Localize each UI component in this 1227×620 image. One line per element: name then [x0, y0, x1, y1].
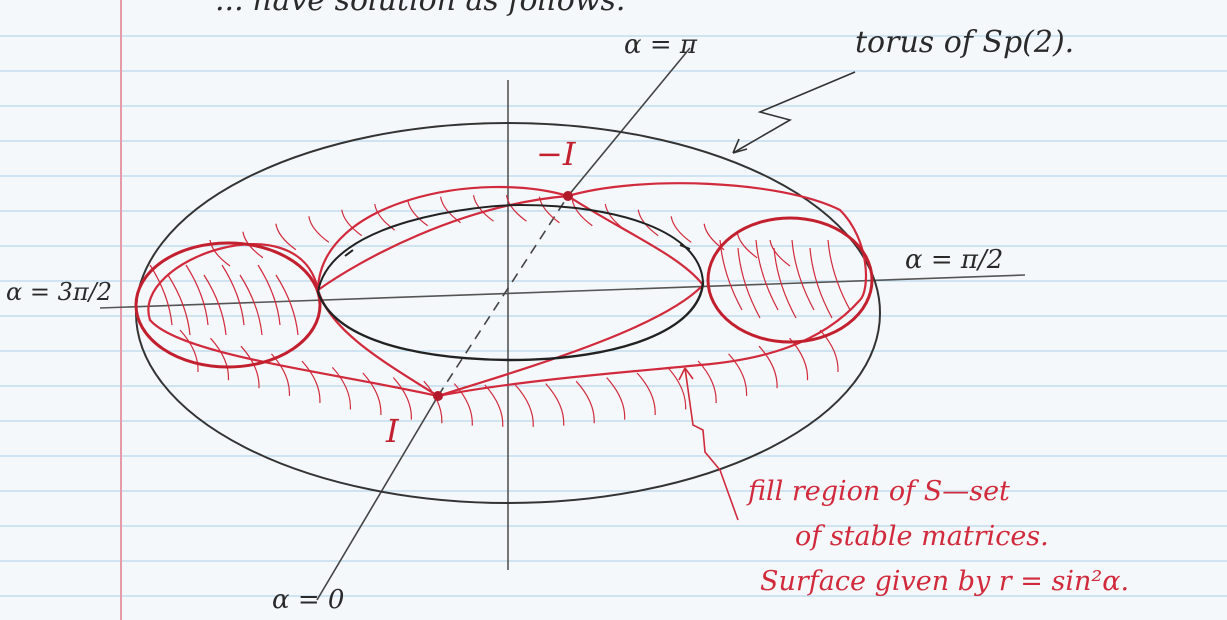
hatch-stroke [239, 274, 263, 336]
stable-region-inner-boundary [316, 194, 705, 398]
diagonal-axis-hidden [437, 195, 569, 397]
stable-region-pointer [684, 367, 739, 521]
alpha-zero-label: α = 0 [272, 585, 344, 615]
torus-pointer-arrowhead [732, 138, 748, 154]
hatch-stroke [257, 264, 281, 326]
hatch-stroke [374, 203, 396, 231]
hatch-stroke [210, 337, 230, 381]
header-text: ... have solution as follows. [215, 0, 625, 18]
ruled-lines [0, 35, 1227, 597]
hatch-stroke [667, 367, 687, 410]
hatch-stroke [407, 199, 428, 227]
inner-hole-top [317, 203, 704, 293]
hatch-stroke [755, 239, 779, 311]
hatch-stroke [670, 216, 692, 243]
hatch-stroke [275, 223, 297, 251]
annotation-line-3: Surface given by r = sin²α. [760, 566, 1129, 597]
stable-region-pointer-head [678, 367, 694, 381]
hatch-stroke [240, 345, 260, 389]
hatch-stroke [728, 353, 748, 396]
hatch-stroke [179, 329, 199, 373]
left-cross-section [134, 241, 322, 369]
hatch-stroke [769, 239, 791, 267]
hatch-stroke [331, 367, 351, 410]
right-cross-section [706, 216, 874, 344]
hatch-stroke [606, 377, 626, 420]
hatch-stroke [791, 239, 815, 311]
annotation-line-2: of stable matrices. [795, 521, 1049, 552]
hatch-stroke [819, 329, 839, 373]
alpha-3pi-half-label: α = 3π/2 [6, 278, 112, 306]
hatch-stroke [538, 196, 560, 224]
diagonal-axis-front [316, 395, 439, 601]
minus-identity-label: −I [536, 135, 577, 173]
hatch-stroke [423, 380, 443, 424]
hatch-stroke [362, 372, 382, 416]
hatch-stroke [275, 274, 299, 336]
hatch-stroke [758, 345, 778, 389]
alpha-pi-label: α = π [624, 30, 698, 60]
hatch-stroke [301, 360, 321, 404]
torus-pointer-arrow [732, 71, 856, 154]
hatch-stroke [545, 383, 565, 426]
minus-identity-point [563, 191, 573, 201]
hatch-stroke [789, 337, 809, 381]
hatch-stroke [392, 377, 412, 420]
identity-point [433, 391, 443, 401]
hatch-stroke [571, 199, 593, 227]
hatch-stroke [185, 264, 209, 326]
hatch-stroke [505, 195, 527, 222]
hatch-stroke [167, 274, 191, 336]
hatch-stroke [773, 247, 797, 319]
hatch-stroke [736, 231, 758, 259]
hatch-stroke [827, 239, 851, 311]
hatch-stroke [453, 383, 473, 426]
stable-region-hatching [149, 195, 851, 427]
hatch-stroke [575, 380, 595, 424]
inner-hole-ticks [344, 244, 691, 257]
hatch-stroke [308, 216, 330, 243]
alpha-pi-half-label: α = π/2 [905, 245, 1003, 275]
torus-label: torus of Sp(2). [855, 25, 1074, 60]
diagonal-axis-back [567, 47, 691, 197]
hatch-stroke [809, 247, 833, 319]
identity-label: I [385, 412, 400, 450]
annotation-line-1: fill region of S—set [746, 476, 1010, 507]
hatch-stroke [221, 264, 245, 326]
inner-hole-bottom [316, 281, 705, 362]
hatch-stroke [209, 239, 231, 267]
hatch-stroke [737, 247, 761, 319]
hatch-stroke [697, 360, 717, 404]
horizontal-axis [99, 274, 1026, 309]
hatch-stroke [341, 209, 363, 237]
hatch-stroke [514, 384, 534, 427]
hatch-stroke [636, 372, 656, 416]
hatch-stroke [203, 274, 227, 336]
